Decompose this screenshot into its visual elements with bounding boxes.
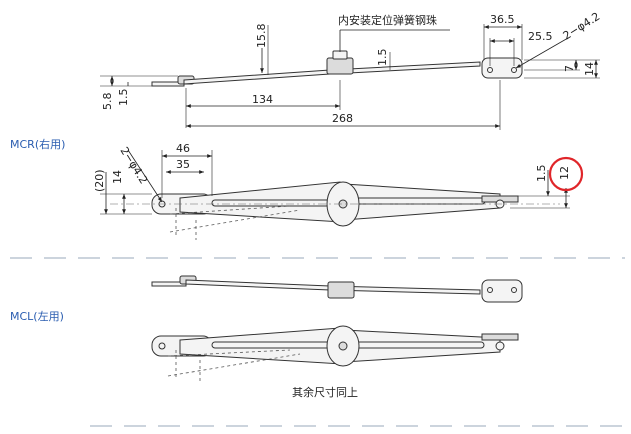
dim-14-right-text: 14	[583, 62, 596, 76]
mcl-label: MCL(左用)	[10, 310, 64, 323]
mcr-folded-outline	[169, 205, 301, 233]
top-view: 内安装定位弹簧钢珠 15.8 1.5 36.5 25.5 2−φ4.2 7 14…	[100, 10, 602, 130]
mcl-right-bracket	[481, 333, 519, 341]
mcl-right-hole-2	[511, 287, 517, 293]
mcl-spring-ball-housing	[327, 281, 355, 299]
mcr-left-arm-slot	[211, 199, 333, 207]
spring-ball-cap	[332, 50, 348, 60]
mcl-right-arm-slot	[355, 341, 485, 349]
dim-5-8-text: 5.8	[101, 93, 114, 111]
dim-1-5-mid-text: 1.5	[376, 49, 389, 67]
mcl-hole-1	[158, 342, 166, 350]
mcr-view: MCR(右用) 46 35 2−φ4.2	[10, 137, 584, 240]
dim-25-5-text: 25.5	[528, 30, 553, 43]
right-bracket-hole-1	[487, 67, 493, 73]
dim-2phi-top-leader	[515, 37, 569, 69]
spring-ball-housing	[326, 57, 354, 75]
dim-134-text: 134	[252, 93, 273, 106]
mcr-folded-bracket	[175, 208, 197, 240]
dim-1-5-left-text: 1.5	[117, 89, 130, 107]
dim-268-text: 268	[332, 112, 353, 125]
dim-2phi-top-text: 2−φ4.2	[561, 10, 603, 43]
dim-15-8-text: 15.8	[255, 24, 268, 49]
mcr-dim-35-text: 35	[176, 158, 190, 171]
mcl-side-view	[151, 275, 523, 303]
mcl-folded-outline	[167, 349, 301, 377]
mcr-dim-2phi-leader	[127, 149, 163, 203]
mcl-right-pivot	[495, 341, 505, 351]
mcr-dim-1-5-text: 1.5	[535, 165, 548, 183]
mcl-center-pin	[338, 341, 348, 351]
mcl-view: MCL(左用)	[10, 310, 519, 382]
dim-7-text: 7	[563, 65, 576, 72]
footer-note: 其余尺寸同上	[292, 385, 358, 399]
mcr-dim-12-text: 12	[558, 166, 571, 180]
mcl-right-bracket-plate	[481, 279, 523, 303]
mcr-right-arm-slot	[354, 197, 486, 205]
mcl-folded-bracket	[175, 350, 201, 382]
callout-text: 内安装定位弹簧钢珠	[338, 13, 437, 27]
right-bracket-plate	[481, 57, 523, 79]
mcr-label: MCR(右用)	[10, 137, 65, 151]
mcl-left-arm-slot	[211, 341, 331, 349]
dim-36-5-text: 36.5	[490, 13, 515, 26]
mcl-right-hole-1	[487, 287, 493, 293]
mcr-dim-20-text: (20)	[93, 169, 106, 192]
mcr-dim-14-text: 14	[111, 170, 124, 184]
mcr-dim-12-highlight-circle	[548, 156, 584, 192]
mcr-dim-46-text: 46	[176, 142, 190, 155]
right-bracket-hole-2	[511, 67, 517, 73]
